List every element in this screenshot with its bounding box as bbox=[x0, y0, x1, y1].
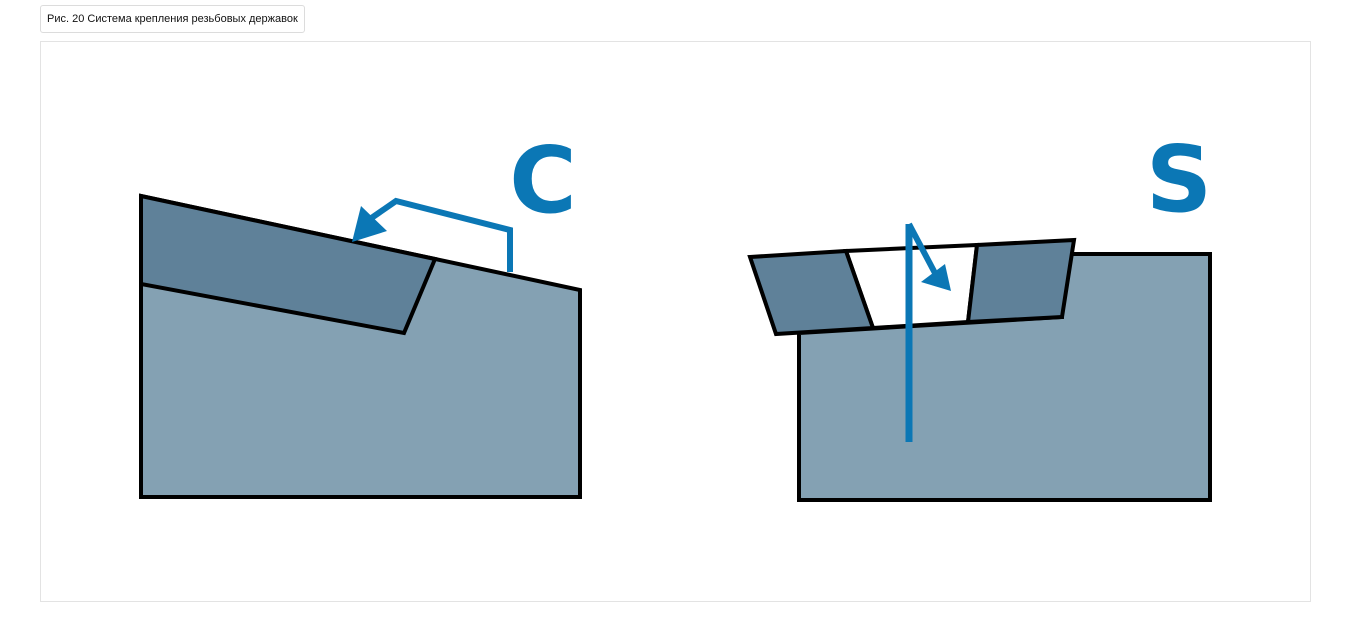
figure-caption: Рис. 20 Система крепления резьбовых держ… bbox=[40, 5, 305, 33]
s-type-clamping: S bbox=[747, 126, 1212, 502]
screw-arrow-diagonal bbox=[906, 222, 939, 277]
s-left-insert bbox=[747, 248, 876, 337]
clamping-diagram: C S bbox=[139, 126, 1212, 502]
bent-arrow-head-icon bbox=[352, 206, 387, 242]
screw-arrow-head-icon bbox=[921, 264, 951, 291]
label-s: S bbox=[1146, 126, 1212, 233]
figure-frame: C S bbox=[40, 41, 1311, 602]
s-right-clamp bbox=[965, 237, 1077, 325]
bent-arrow-icon bbox=[368, 197, 513, 272]
c-type-clamping: C bbox=[139, 127, 582, 499]
c-clamp-wedge bbox=[139, 193, 438, 336]
label-c: C bbox=[509, 127, 577, 234]
